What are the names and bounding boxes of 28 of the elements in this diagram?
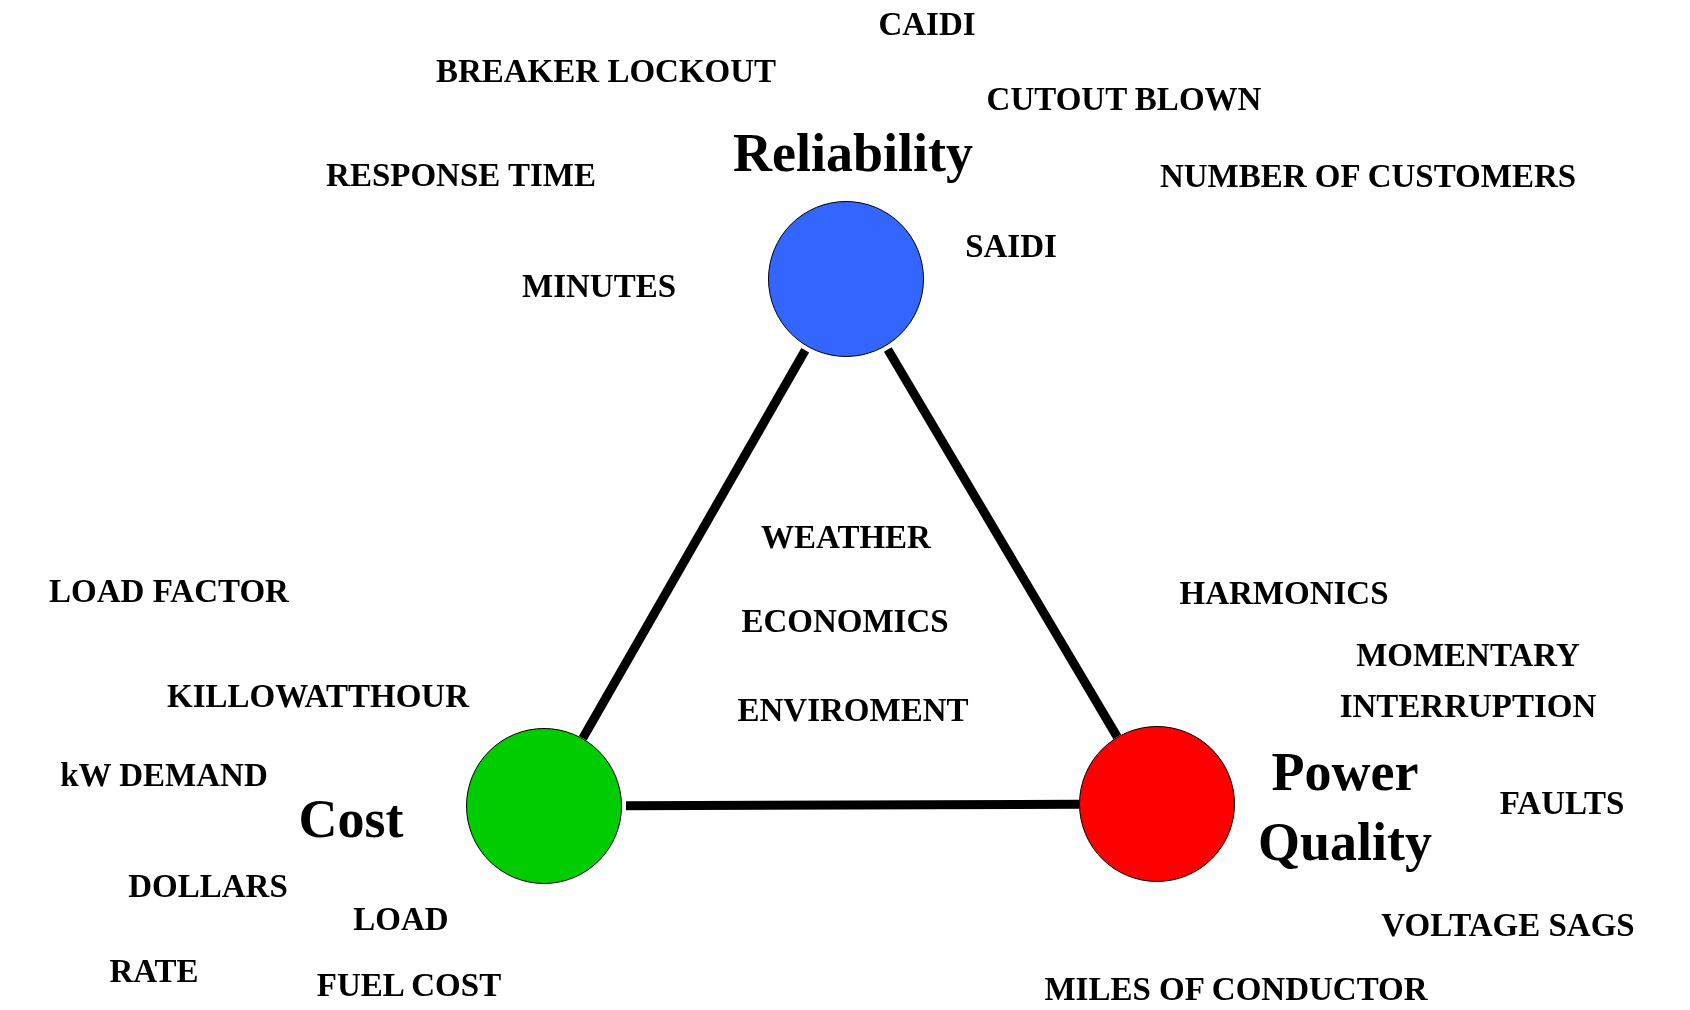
category-heading: Cost xyxy=(298,787,404,851)
connector-line xyxy=(578,347,810,741)
factor-label: VOLTAGE SAGS xyxy=(1381,905,1635,945)
connector-line xyxy=(883,347,1122,740)
factor-label: MOMENTARY INTERRUPTION xyxy=(1338,635,1598,726)
factor-label: DOLLARS xyxy=(128,866,288,906)
factor-label: MINUTES xyxy=(522,266,676,306)
factor-label: HARMONICS xyxy=(1179,573,1389,613)
factor-label: kW DEMAND xyxy=(60,755,268,795)
connector-line xyxy=(626,799,1079,811)
factor-label: LOAD FACTOR xyxy=(49,571,289,611)
factor-label: RESPONSE TIME xyxy=(326,155,596,195)
factor-label: WEATHER xyxy=(761,517,931,557)
factor-label: FUEL COST xyxy=(316,965,502,1005)
factor-label: FAULTS xyxy=(1499,783,1625,823)
factor-label: SAIDI xyxy=(965,226,1057,266)
category-heading: Power Quality xyxy=(1257,740,1433,874)
factor-label: NUMBER OF CUSTOMERS xyxy=(1159,156,1577,196)
factor-label: LOAD xyxy=(353,899,449,939)
factor-label: CUTOUT BLOWN xyxy=(986,79,1262,119)
factor-label: ENVIROMENT xyxy=(737,690,969,730)
factor-label: ECONOMICS xyxy=(741,601,949,641)
factor-label: MILES OF CONDUCTOR xyxy=(1044,969,1428,1009)
factor-label: BREAKER LOCKOUT xyxy=(435,51,777,91)
factor-label: RATE xyxy=(109,951,199,991)
category-heading: Reliability xyxy=(733,121,973,185)
factor-label: KILLOWATTHOUR xyxy=(167,676,469,716)
factor-label: CAIDI xyxy=(878,4,976,44)
